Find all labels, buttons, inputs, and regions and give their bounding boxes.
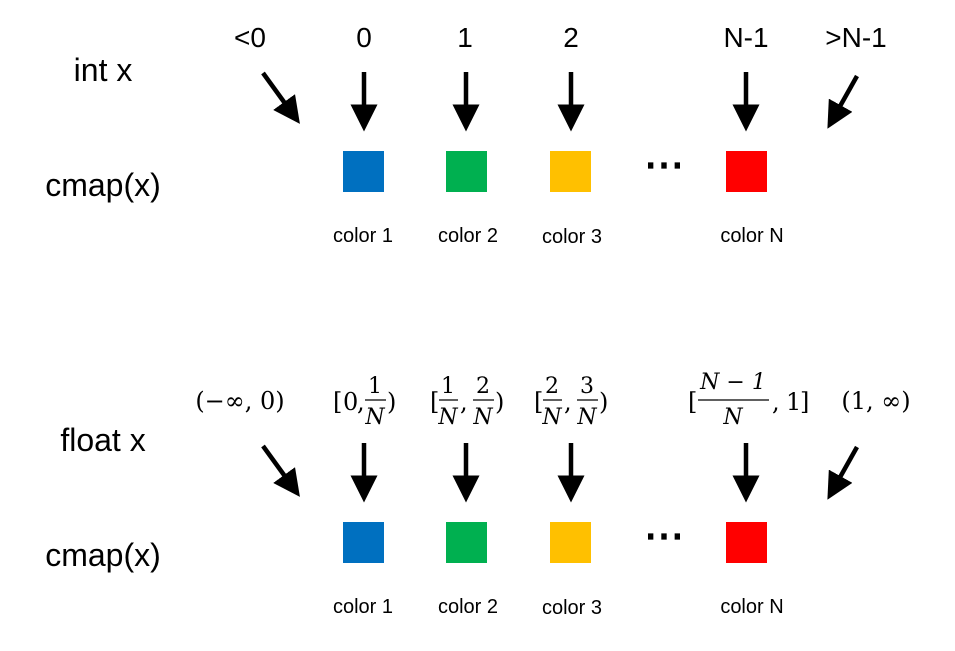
float-input-bin-n: [ N − 1 N , 1 ] bbox=[688, 370, 809, 430]
int-arrow-under bbox=[261, 71, 300, 124]
float-swatch-color-3 bbox=[550, 522, 591, 563]
float-swatch-label-3: color 3 bbox=[542, 597, 602, 619]
fraction-denominator: N bbox=[576, 405, 597, 430]
int-swatch-color-2 bbox=[446, 151, 487, 192]
fraction-numerator: 2 bbox=[476, 374, 490, 399]
comma: , bbox=[564, 388, 572, 416]
bracket-open: [ bbox=[688, 388, 697, 416]
fraction-denominator: N bbox=[437, 405, 458, 430]
int-swatch-color-3 bbox=[550, 151, 591, 192]
int-input-greater-than-n-minus-1: >N-1 bbox=[825, 22, 886, 53]
int-output-label: cmap(x) bbox=[45, 167, 161, 203]
float-swatch-label-1: color 1 bbox=[333, 596, 393, 618]
float-swatch-color-1 bbox=[343, 522, 384, 563]
fraction-numerator: 1 bbox=[368, 374, 382, 399]
float-arrow-under bbox=[261, 444, 300, 497]
int-input-1: 1 bbox=[457, 22, 473, 53]
int-swatch-label-n: color N bbox=[720, 225, 783, 247]
float-row-label: float x bbox=[60, 422, 145, 458]
int-swatch-color-1 bbox=[343, 151, 384, 192]
float-input-negative-infinity-to-zero: (−∞, 0) bbox=[195, 387, 284, 415]
comma: , bbox=[772, 388, 780, 416]
bracket-close: ) bbox=[599, 388, 608, 416]
float-input-one-to-infinity: (1, ∞) bbox=[841, 387, 910, 415]
float-input-bin-1: [ 0 , 1 N ) bbox=[333, 374, 396, 430]
fraction-numerator: 1 bbox=[441, 374, 455, 399]
fraction-denominator: N bbox=[541, 405, 562, 430]
float-output-label: cmap(x) bbox=[45, 537, 161, 573]
interval-left: 0 bbox=[343, 388, 358, 416]
float-arrow-over bbox=[827, 445, 859, 500]
int-swatch-label-3: color 3 bbox=[542, 226, 602, 248]
bracket-open: [ bbox=[333, 388, 342, 416]
int-section: int x cmap(x) <0 0 1 2 N-1 >N-1 ⋯ color … bbox=[45, 22, 887, 248]
int-swatch-color-n bbox=[726, 151, 767, 192]
comma: , bbox=[460, 388, 468, 416]
bracket-close: ] bbox=[800, 388, 809, 416]
comma: , bbox=[357, 388, 365, 416]
fraction-denominator: N bbox=[472, 405, 493, 430]
interval-right: 1 bbox=[786, 388, 801, 416]
float-ellipsis: ⋯ bbox=[644, 514, 684, 558]
float-swatch-color-n bbox=[726, 522, 767, 563]
fraction-numerator: N − 1 bbox=[699, 370, 766, 395]
bracket-open: [ bbox=[430, 388, 439, 416]
int-row-label: int x bbox=[74, 52, 133, 88]
int-input-2: 2 bbox=[563, 22, 579, 53]
bracket-close: ) bbox=[387, 388, 396, 416]
float-swatch-label-n: color N bbox=[720, 596, 783, 618]
float-section: float x cmap(x) (−∞, 0) [ 0 , 1 N ) [ 1 … bbox=[45, 370, 910, 619]
int-input-n-minus-1: N-1 bbox=[723, 22, 768, 53]
fraction-denominator: N bbox=[722, 405, 743, 430]
bracket-open: [ bbox=[534, 388, 543, 416]
int-input-0: 0 bbox=[356, 22, 372, 53]
float-swatch-label-2: color 2 bbox=[438, 596, 498, 618]
fraction-numerator: 2 bbox=[545, 374, 559, 399]
int-swatch-label-1: color 1 bbox=[333, 225, 393, 247]
int-input-less-than-zero: <0 bbox=[234, 22, 266, 53]
int-swatch-label-2: color 2 bbox=[438, 225, 498, 247]
int-arrow-over bbox=[827, 74, 859, 129]
int-ellipsis: ⋯ bbox=[644, 143, 684, 187]
bracket-close: ) bbox=[495, 388, 504, 416]
float-input-bin-2: [ 1 N , 2 N ) bbox=[430, 374, 504, 430]
float-input-bin-3: [ 2 N , 3 N ) bbox=[534, 374, 608, 430]
float-swatch-color-2 bbox=[446, 522, 487, 563]
fraction-numerator: 3 bbox=[580, 374, 594, 399]
fraction-denominator: N bbox=[364, 405, 385, 430]
